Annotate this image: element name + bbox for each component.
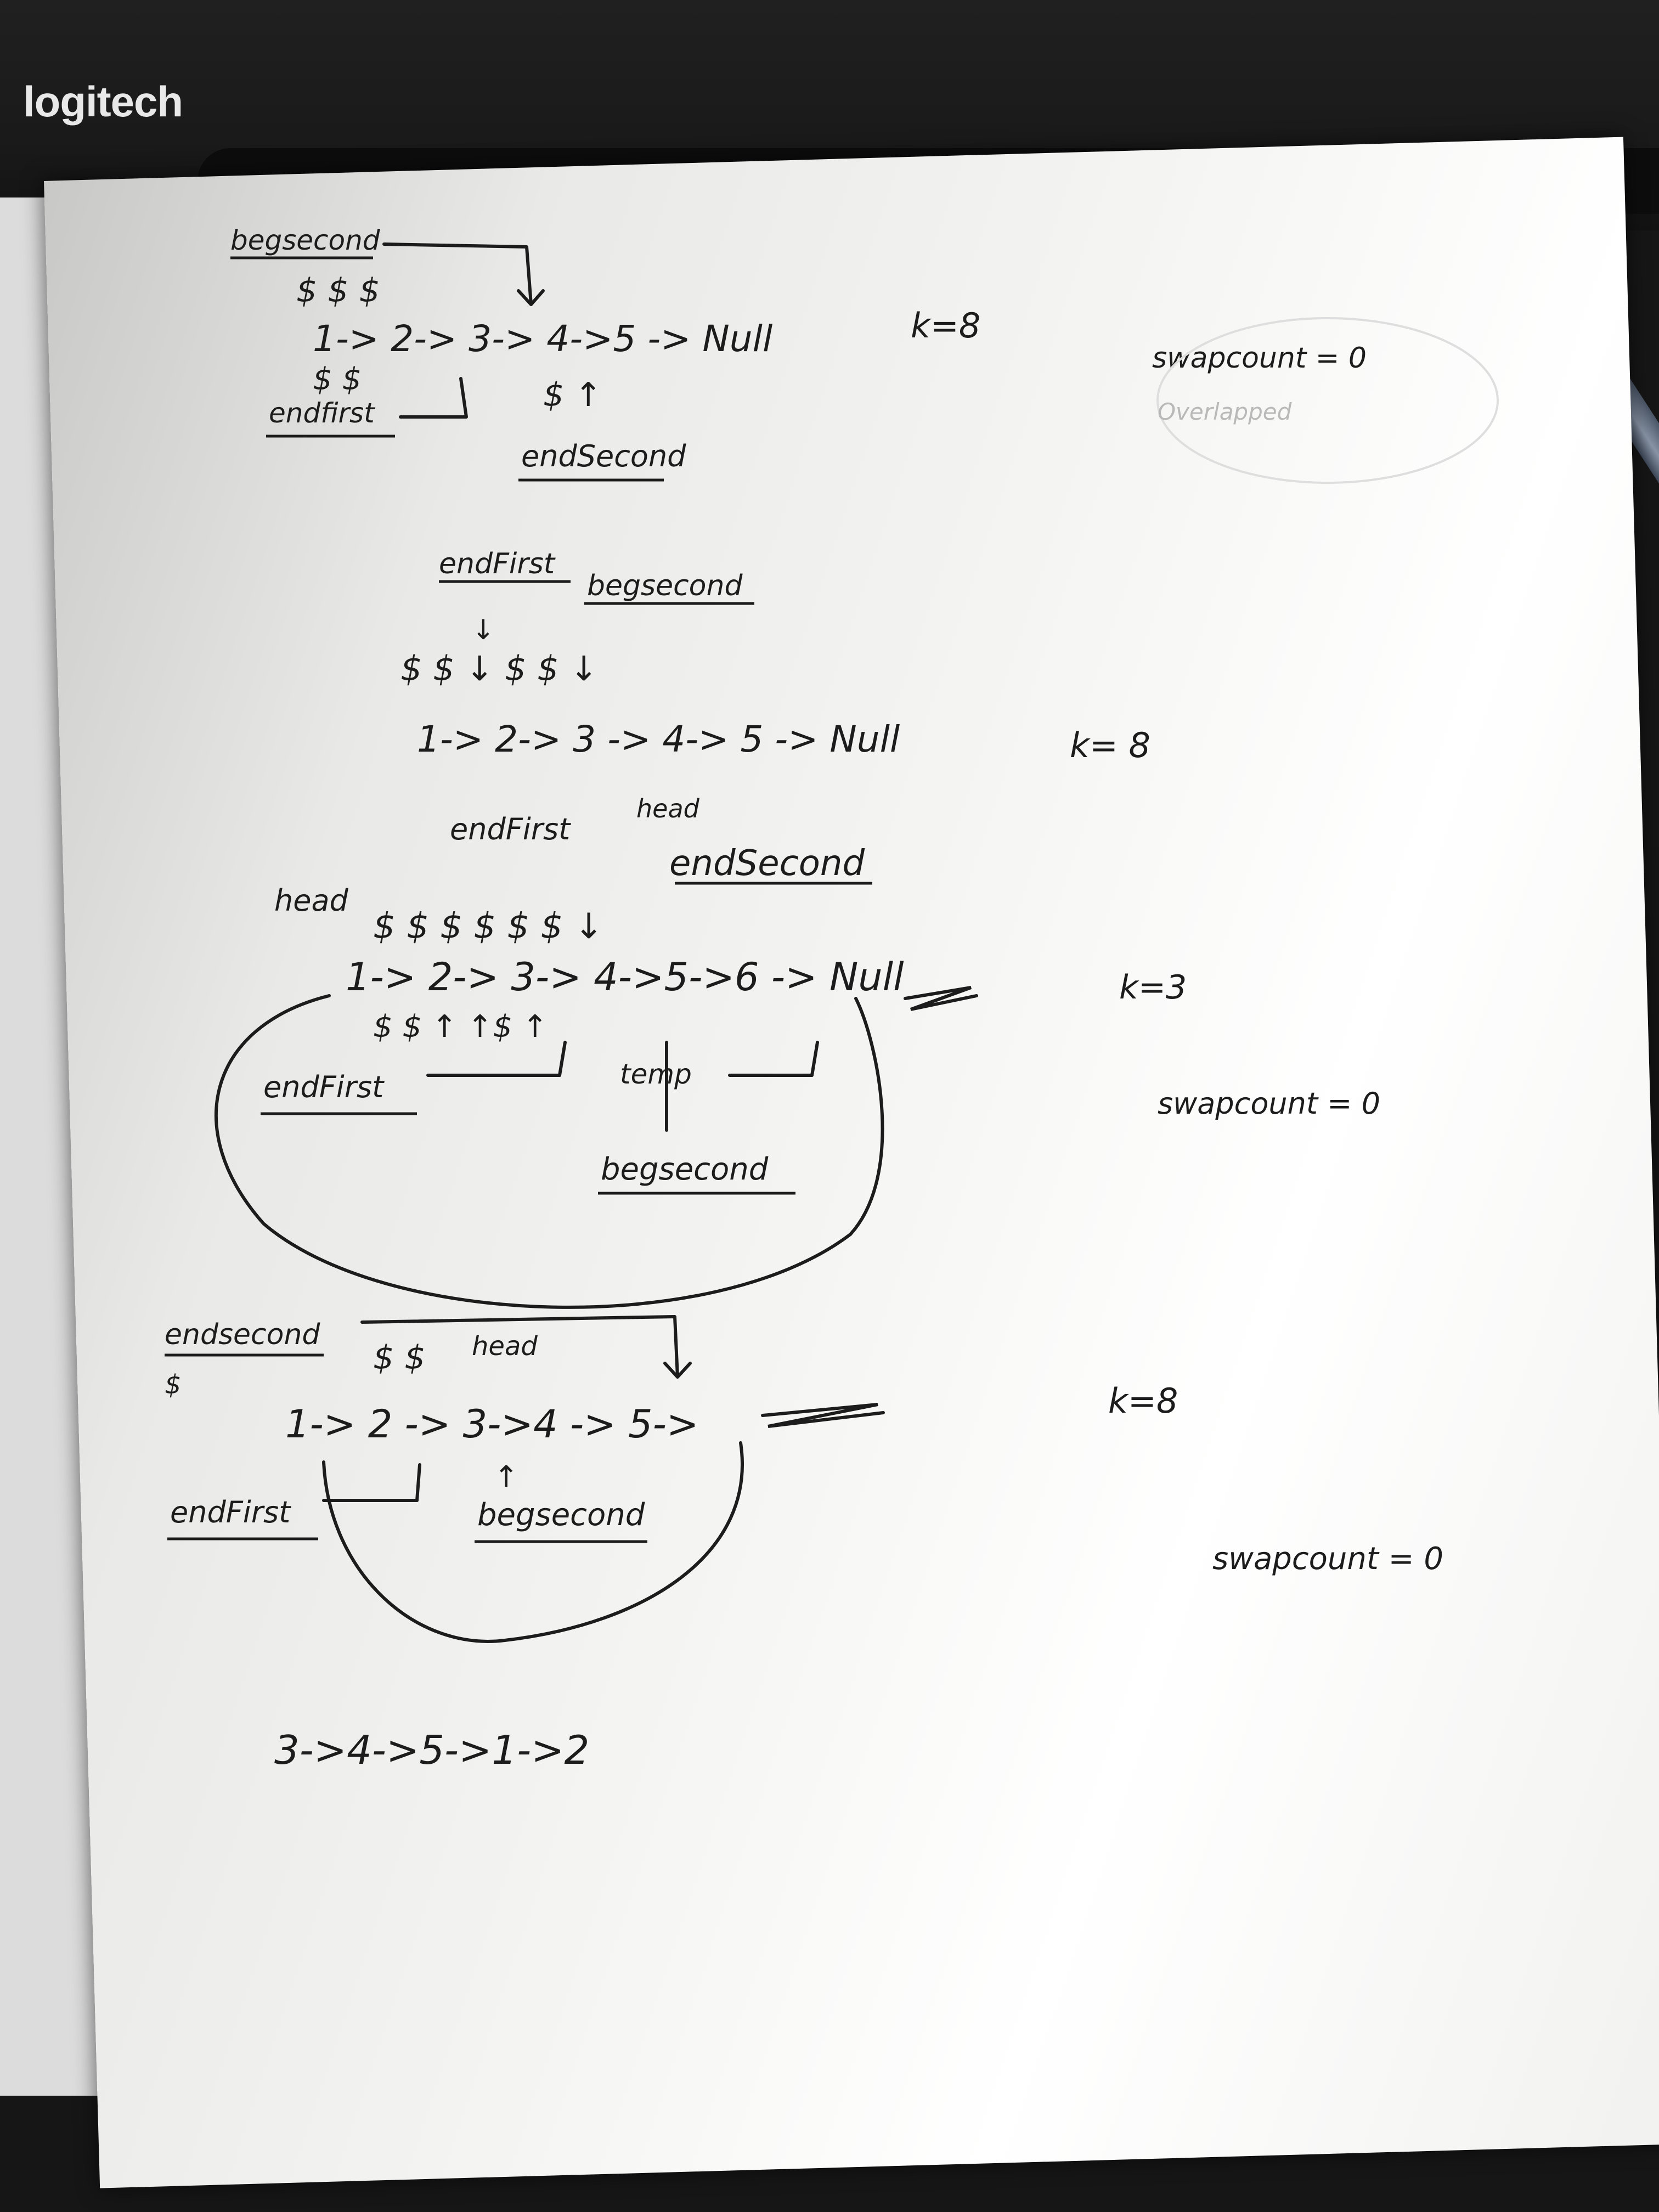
label-begsecond-2: begsecond — [587, 569, 743, 602]
list-1: 1-> 2-> 3-> 4->5 -> Null — [313, 318, 773, 360]
label-head-4: head — [472, 1331, 538, 1362]
label-endfirst-3b: endFirst — [263, 1070, 385, 1104]
svg-text:$ $ $ $ $ $ ↓: $ $ $ $ $ $ ↓ — [373, 906, 603, 947]
label-endsecond-4: endsecond — [165, 1318, 320, 1351]
k-value-2: k= 8 — [1070, 725, 1150, 765]
logitech-logo: logitech — [23, 77, 183, 126]
svg-text:$ $: $ $ — [373, 1339, 425, 1377]
svg-text:$: $ — [165, 1369, 182, 1400]
svg-text:$ $ $: $ $ $ — [296, 272, 380, 310]
diagram-4: endsecond $ $ head $ 1-> 2 -> 3->4 -> 5-… — [165, 1315, 1443, 1643]
label-begsecond-3: begsecond — [601, 1152, 769, 1187]
label-head-3: head — [636, 794, 700, 823]
svg-text:Overlapped: Overlapped — [1158, 398, 1292, 425]
label-temp: temp — [620, 1058, 692, 1090]
diagram-2: endFirst begsecond ↓ $ $ ↓ $ $ ↓ 1-> 2->… — [400, 548, 1150, 765]
svg-text:$ $ ↓ $ $ ↓: $ $ ↓ $ $ ↓ — [400, 648, 598, 689]
label-endfirst: endfirst — [269, 397, 376, 429]
diagram-3: endFirst head endSecond head $ $ $ $ $ $… — [214, 794, 1380, 1309]
diagram-1: begsecond $ $ $ 1-> 2-> 3-> 4->5 -> Null… — [230, 224, 1499, 484]
list-3: 1-> 2-> 3-> 4->5->6 -> Null — [346, 955, 904, 1000]
list-4: 1-> 2 -> 3->4 -> 5-> — [285, 1402, 699, 1447]
k-value-1: k=8 — [911, 306, 980, 346]
k-value-4: k=8 — [1108, 1381, 1178, 1421]
label-endfirst-2: endFirst — [439, 548, 556, 580]
swap-count-4: swapcount = 0 — [1212, 1541, 1443, 1577]
swap-count-3: swapcount = 0 — [1158, 1086, 1380, 1121]
k-value-3: k=3 — [1119, 968, 1187, 1007]
label-endfirst-3: endFirst — [450, 812, 571, 847]
label-endsecond: endSecond — [521, 439, 686, 473]
label-begsecond: begsecond — [230, 224, 380, 256]
result-list: 3->4->5->1->2 — [274, 1727, 589, 1773]
svg-text:↓: ↓ — [472, 614, 495, 646]
list-2: 1-> 2-> 3 -> 4-> 5 -> Null — [417, 718, 900, 760]
svg-text:↑: ↑ — [494, 1459, 518, 1494]
swap-count-1: swapcount = 0 — [1152, 342, 1367, 375]
svg-text:$ ↑: $ ↑ — [543, 376, 602, 414]
svg-text:$ $: $ $ — [313, 362, 362, 397]
svg-text:$ $ ↑ ↑$ ↑: $ $ ↑ ↑$ ↑ — [373, 1009, 548, 1045]
label-endsecond-3: endSecond — [669, 843, 865, 884]
label-head-3b: head — [274, 883, 349, 918]
label-endfirst-4: endFirst — [170, 1495, 291, 1530]
label-begsecond-4: begsecond — [477, 1497, 645, 1533]
